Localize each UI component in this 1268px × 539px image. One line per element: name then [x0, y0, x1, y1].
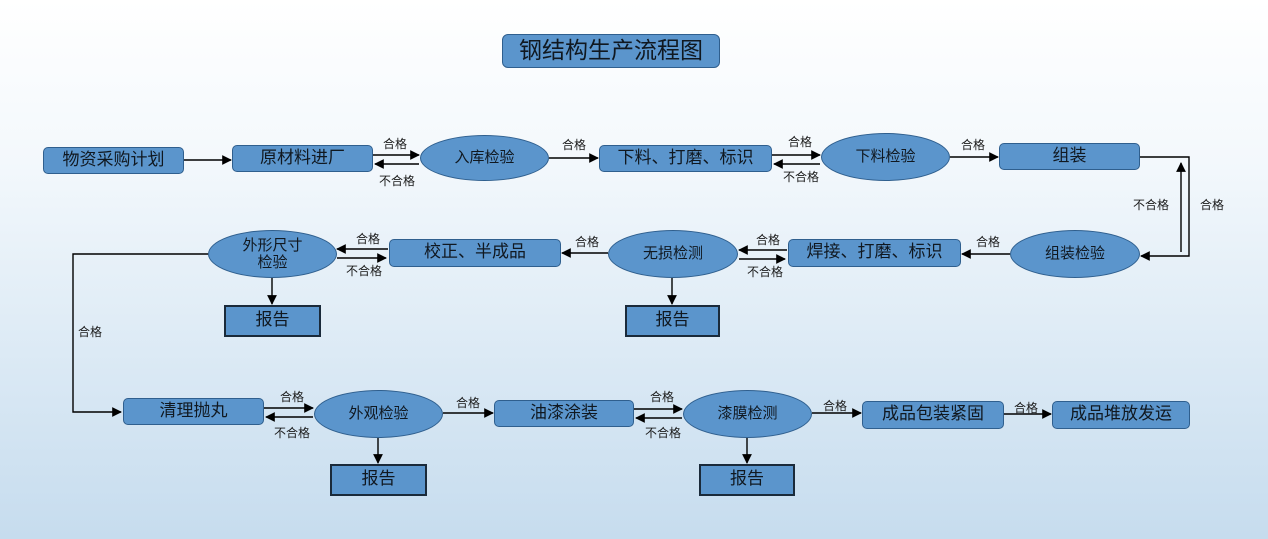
diagram-title: 钢结构生产流程图 [502, 34, 720, 68]
report-box-film: 报告 [699, 464, 795, 496]
label-pass-raw-storage: 合格 [382, 137, 408, 151]
node-stacking-shipping: 成品堆放发运 [1052, 401, 1190, 429]
label-pass-cleaning-appinsp: 合格 [279, 390, 305, 404]
node-appearance-inspection: 外观检验 [314, 390, 443, 438]
report-box-appearance: 报告 [330, 464, 427, 496]
report-box-dimension: 报告 [224, 305, 321, 337]
node-welding-grinding-marking: 焊接、打磨、标识 [788, 239, 961, 267]
label-pass-appinsp-painting: 合格 [455, 396, 481, 410]
dimension-inspection-label: 外形尺寸 检验 [242, 235, 303, 271]
node-ndt-testing: 无损检测 [608, 230, 738, 278]
node-assembly: 组装 [999, 143, 1140, 170]
label-pass-cutinsp-assembly: 合格 [960, 138, 986, 152]
node-cleaning-shot-blasting: 清理抛丸 [123, 398, 264, 425]
label-fail-appinsp-cleaning: 不合格 [273, 426, 311, 440]
label-pass-cutting-cutinsp: 合格 [787, 135, 813, 149]
node-film-thickness-testing: 漆膜检测 [683, 390, 812, 438]
node-raw-material-entry: 原材料进厂 [232, 145, 373, 172]
arrow-assembly-to-assyinsp-pass [1140, 156, 1190, 261]
label-pass-packaging-shipping: 合格 [1013, 401, 1039, 415]
node-packaging: 成品包装紧固 [862, 401, 1004, 429]
label-pass-assembly-loop: 合格 [1199, 198, 1225, 212]
label-fail-filmtest-painting: 不合格 [644, 426, 682, 440]
label-fail-cutinsp-cutting: 不合格 [782, 170, 820, 184]
label-fail-diminsp-correction: 不合格 [345, 264, 383, 278]
label-pass-diminsp-cleaning: 合格 [77, 325, 103, 339]
node-assembly-inspection: 组装检验 [1010, 230, 1140, 278]
label-pass-filmtest-packaging: 合格 [822, 399, 848, 413]
label-fail-storage-raw: 不合格 [378, 174, 416, 188]
report-box-ndt: 报告 [625, 305, 720, 337]
arrow-diminsp-to-cleaning [72, 253, 208, 417]
label-fail-ndt-welding: 不合格 [746, 265, 784, 279]
node-correction-semi-finished: 校正、半成品 [389, 239, 561, 267]
label-fail-assyinsp-assembly: 不合格 [1132, 198, 1170, 212]
node-cutting-inspection: 下料检验 [821, 133, 950, 181]
label-pass-painting-filmtest: 合格 [649, 390, 675, 404]
node-purchase-plan: 物资采购计划 [43, 147, 184, 174]
label-pass-storage-cutting: 合格 [561, 138, 587, 152]
label-pass-correction-diminsp: 合格 [355, 232, 381, 246]
node-storage-inspection: 入库检验 [420, 135, 549, 181]
label-pass-assyinsp-welding: 合格 [975, 235, 1001, 249]
label-pass-ndt-correction: 合格 [574, 235, 600, 249]
node-dimension-inspection: 外形尺寸 检验 [208, 230, 337, 278]
label-pass-welding-ndt: 合格 [755, 233, 781, 247]
node-cutting-grinding-marking: 下料、打磨、标识 [599, 145, 772, 172]
node-painting: 油漆涂装 [494, 400, 634, 427]
